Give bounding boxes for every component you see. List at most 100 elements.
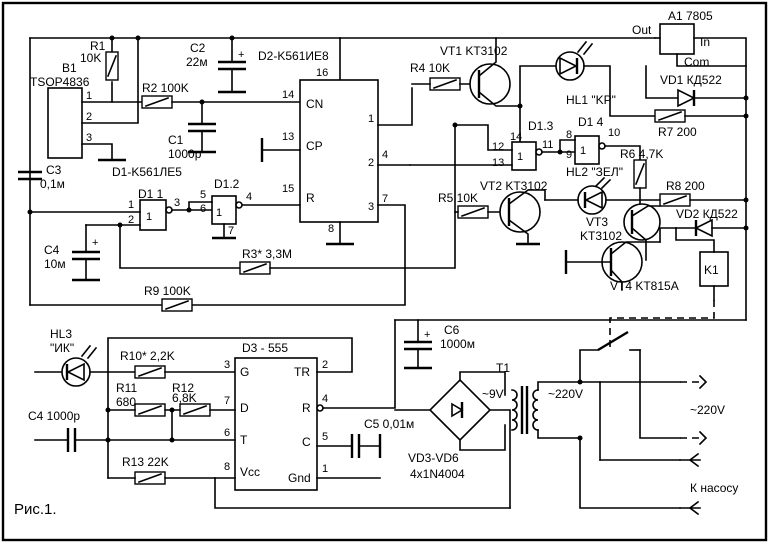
d2-pin-3: 3 — [368, 201, 374, 213]
t1-label: T1 — [496, 361, 510, 375]
c2-plus: + — [238, 49, 244, 61]
d2-pin-2: 2 — [368, 157, 374, 169]
d3-pin-2: 2 — [322, 359, 328, 371]
d3-r: R — [302, 401, 311, 415]
d13-pin-11: 11 — [542, 139, 553, 151]
r10-resistor: R10* 2,2K — [120, 349, 236, 379]
d14-pin-9: 9 — [566, 149, 572, 161]
d2-pin-15: 15 — [282, 183, 294, 195]
c4-timing-capacitor: + C4 10м — [44, 224, 121, 282]
k1-relay: K1 — [609, 227, 729, 350]
r7-resistor: R7 200 — [654, 109, 747, 139]
r6-label: R6 4,7K — [620, 147, 663, 161]
d2-cn: CN — [306, 97, 323, 111]
d2-counter: D2-K561ИЕ8 16 14 CN 13 CP 15 R 8 1 2 4 3… — [29, 49, 413, 306]
hl2-led: HL2 "ЗЕЛ" — [544, 165, 641, 215]
c6-plus: + — [424, 329, 430, 341]
vt3-transistor: VT3 KT3102 — [580, 203, 661, 261]
d11-pin-3: 3 — [174, 197, 180, 209]
c1-value: 1000р — [168, 147, 202, 161]
hl3-value: "ИК" — [50, 341, 74, 355]
vt3-type: KT3102 — [580, 229, 622, 243]
d2-pin-14: 14 — [282, 89, 294, 101]
r12-value: 6,8K — [172, 391, 197, 405]
d1-4-gate: 1 D1 4 8 9 10 — [559, 115, 641, 165]
vd36-label: VD3-VD6 — [408, 451, 459, 465]
d2-pin-7: 7 — [382, 193, 388, 205]
d12-pin-5: 5 — [200, 189, 206, 201]
d3-pin-7: 7 — [224, 395, 230, 407]
vd1-diode: VD1 КД522 — [645, 65, 747, 108]
r1-resistor: R1 10K — [80, 37, 119, 81]
b1-ir-receiver: 1 2 3 B1 TSOP4836 — [30, 37, 143, 161]
d11-label: D1 1 — [138, 187, 164, 201]
d11-pin-2: 2 — [128, 214, 134, 226]
r1-label: R1 — [90, 39, 106, 53]
c4a-label: C4 — [44, 243, 60, 257]
r3-label: R3* 3,3M — [242, 247, 292, 261]
r11-r12-resistors: R11 680 R12 6,8K — [105, 381, 236, 441]
vt3-label: VT3 — [586, 215, 608, 229]
r9-label: R9 100K — [144, 284, 191, 298]
vt2-label: VT2 KT3102 — [480, 179, 548, 193]
d2-pin-16: 16 — [316, 67, 328, 79]
d3-pin-4: 4 — [322, 393, 328, 405]
b1-pin-2: 2 — [86, 111, 92, 123]
c3-value: 0,1м — [40, 177, 65, 191]
d13-pin-13: 13 — [492, 157, 504, 169]
d3-vcc: Vcc — [240, 465, 260, 479]
vd2-diode: VD2 КД522 — [675, 207, 747, 238]
t1-primary-voltage: ~220V — [548, 387, 583, 401]
d11-pin-1: 1 — [128, 199, 134, 211]
vd2-label: VD2 КД522 — [676, 207, 738, 221]
c4-1000p-capacitor: C4 1000p — [28, 409, 236, 452]
d13-label: D1.3 — [528, 119, 554, 133]
r11-label: R11 — [116, 381, 137, 395]
c4b-label: C4 1000p — [28, 409, 80, 423]
c5-label: C5 0,01м — [364, 417, 414, 431]
d3-pin-5: 5 — [322, 431, 328, 443]
t1-transformer: T1 ~9V ~220V — [482, 361, 583, 439]
d12-symbol: 1 — [216, 207, 222, 219]
bridge-rectifier: VD3-VD6 4x1N4004 — [394, 371, 511, 509]
d3-d: D — [240, 401, 249, 415]
r2-label: R2 100K — [142, 81, 189, 95]
figure-caption: Рис.1. — [14, 501, 57, 518]
r12-label: R12 — [172, 381, 194, 395]
d3-pin-6: 6 — [224, 427, 230, 439]
r8-resistor: R8 200 — [639, 179, 747, 207]
c5-capacitor: C5 0,01м — [350, 417, 414, 458]
d1-3-gate: 1 D1.3 12 13 14 11 — [409, 119, 576, 171]
r4-label: R4 10K — [410, 61, 450, 75]
hl2-label: HL2 "ЗЕЛ" — [566, 165, 623, 179]
d2-cp: CP — [306, 139, 323, 153]
r1-value: 10K — [80, 51, 101, 65]
r5-label: R5 10K — [438, 191, 478, 205]
r4-vt1: R4 10K VT1 KT3102 — [410, 37, 523, 146]
r13-label: R13 22K — [122, 455, 169, 469]
k1-label: K1 — [704, 263, 719, 277]
d13-pin-12: 12 — [492, 141, 504, 153]
a1-label: A1 7805 — [668, 9, 713, 23]
vd36-type: 4x1N4004 — [410, 467, 465, 481]
r2-resistor: R2 100K — [141, 81, 306, 109]
b1-pin-1: 1 — [86, 90, 92, 102]
d3-pin-8: 8 — [224, 461, 230, 473]
d3-tr: TR — [294, 365, 310, 379]
d2-pin-13: 13 — [282, 131, 294, 143]
a1-regulator: A1 7805 Out In Com — [632, 9, 749, 321]
vt4-transistor: VT4 KT815A — [564, 227, 679, 293]
d3-g: G — [240, 365, 249, 379]
c1-capacitor: C1 1000р — [168, 101, 216, 161]
d3-gnd: Gnd — [288, 471, 311, 485]
d3-c: C — [302, 435, 311, 449]
hl3-label: HL3 — [50, 327, 72, 341]
d2-pin-8: 8 — [328, 223, 334, 235]
d1-type: D1-K561ЛЕ5 — [112, 165, 182, 179]
vt4-label: VT4 KT815A — [610, 279, 679, 293]
r11-value: 680 — [116, 395, 136, 409]
a1-in: In — [700, 35, 710, 49]
d14-label: D1 4 — [578, 115, 604, 129]
r5-vt2: R5 10K VT2 KT3102 — [438, 179, 548, 246]
